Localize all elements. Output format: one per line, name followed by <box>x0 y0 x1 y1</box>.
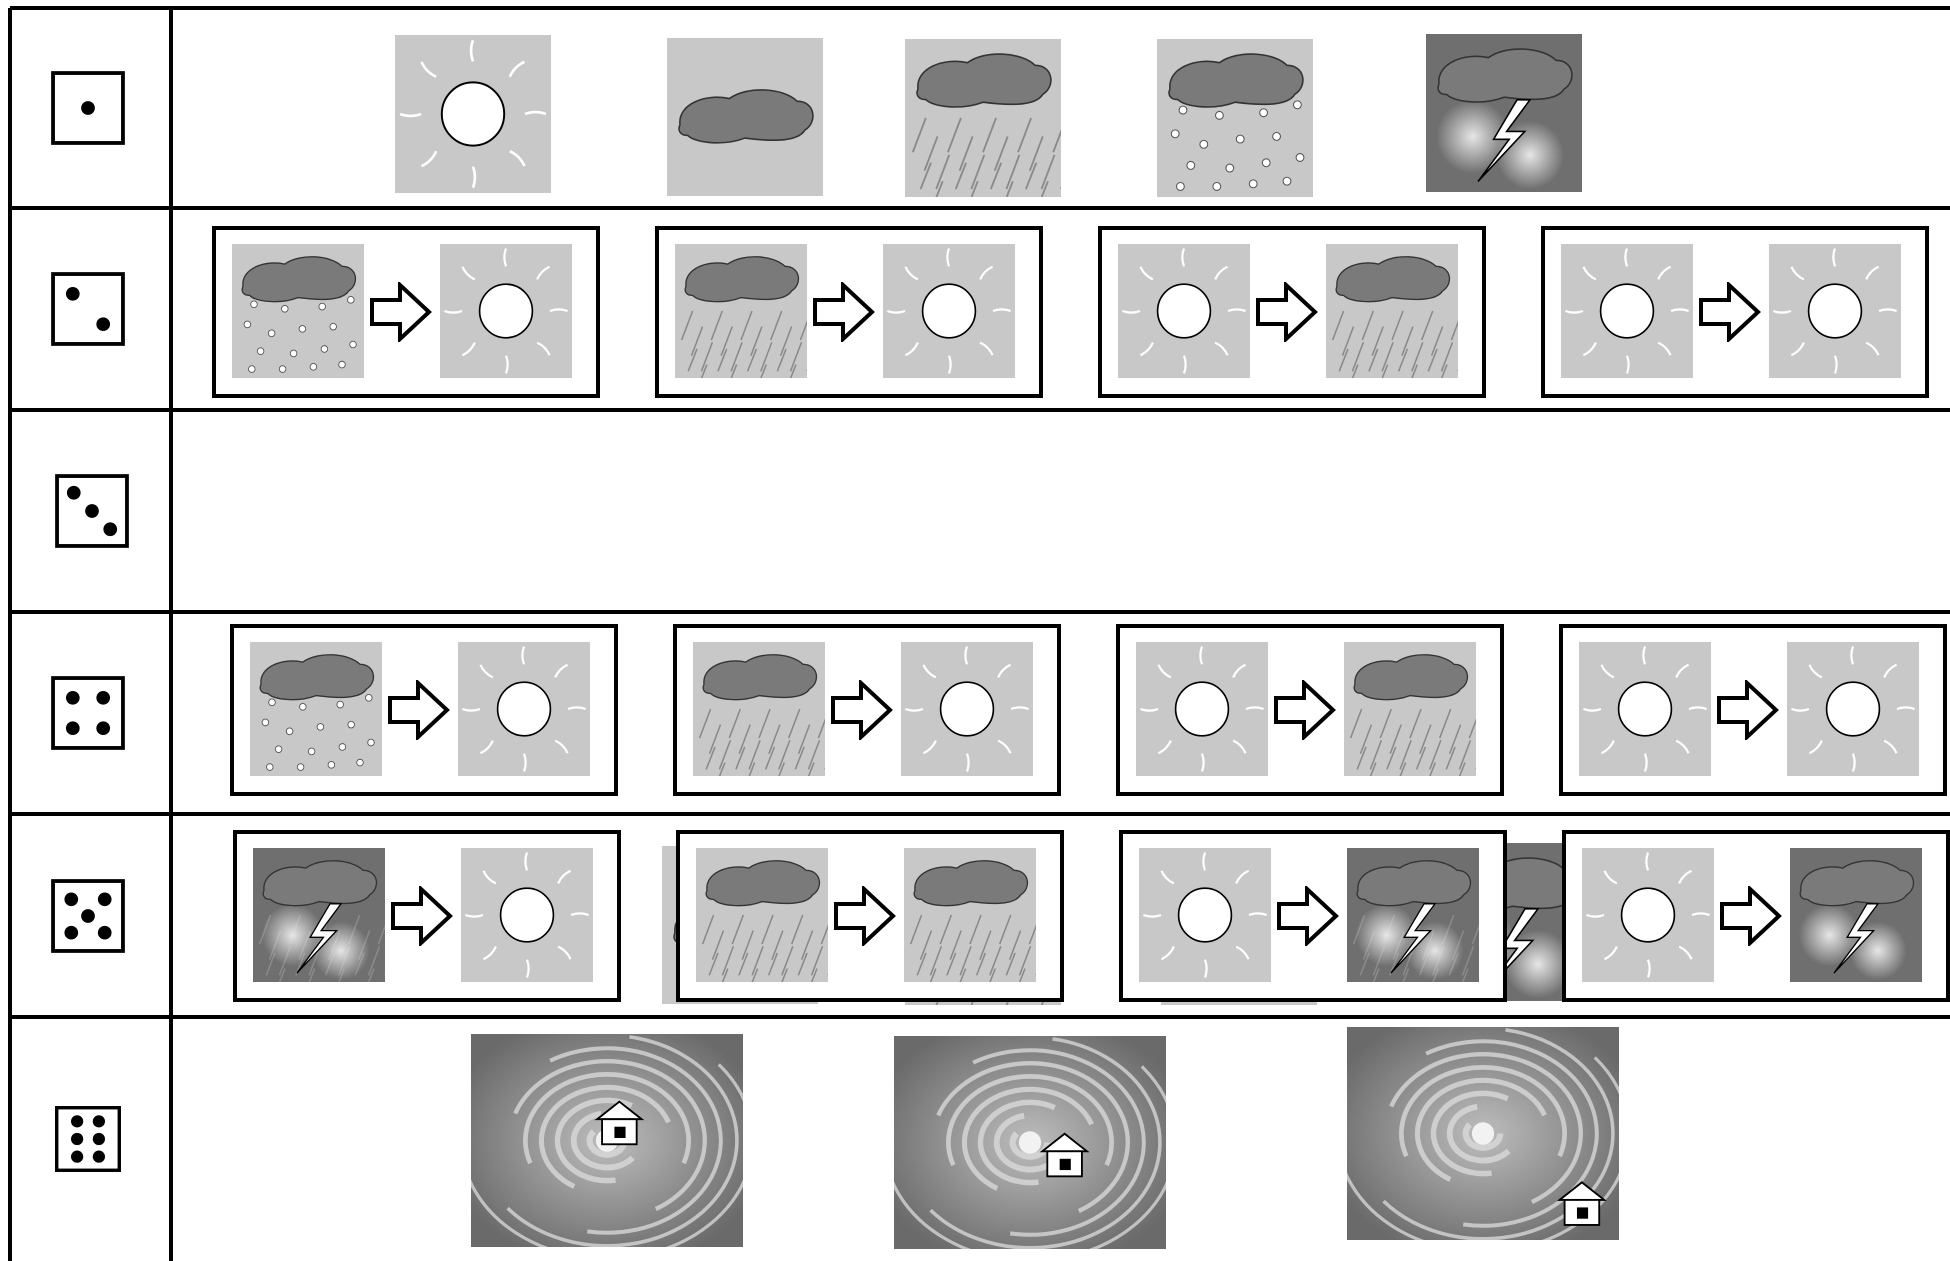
rain-icon <box>696 848 828 982</box>
arrow-right-icon <box>388 680 450 740</box>
hurricane-house-at-eye-icon <box>894 1036 1166 1249</box>
sun-icon <box>461 848 593 982</box>
thunderstorm-icon <box>1426 34 1582 192</box>
rain-icon <box>1344 642 1476 776</box>
arrow-right-icon <box>1256 282 1318 342</box>
arrow-right-icon <box>834 886 896 946</box>
arrow-right-icon <box>813 282 875 342</box>
rain-icon <box>693 642 825 776</box>
sun-icon <box>395 35 551 193</box>
sun-icon <box>1118 244 1250 378</box>
rain-icon <box>1326 244 1458 378</box>
sun-icon <box>440 244 572 378</box>
die-face-2-icon <box>50 271 126 347</box>
die-face-4-icon <box>50 675 126 751</box>
hail-icon <box>1157 39 1313 197</box>
rain-storm-icon <box>1347 848 1479 982</box>
sun-icon <box>458 642 590 776</box>
sun-icon <box>1579 642 1711 776</box>
rain-storm-icon <box>253 848 385 982</box>
die-face-5-icon <box>50 878 126 954</box>
cloud-icon <box>667 38 823 196</box>
arrow-right-icon <box>370 282 432 342</box>
hurricane-house-outer-icon <box>1347 1027 1619 1240</box>
hail-icon <box>250 642 382 776</box>
rain-icon <box>905 39 1061 197</box>
sun-icon <box>1561 244 1693 378</box>
hail-icon <box>232 244 364 378</box>
sun-icon <box>1582 848 1714 982</box>
sun-icon <box>1136 642 1268 776</box>
arrow-right-icon <box>1274 680 1336 740</box>
arrow-right-icon <box>1277 886 1339 946</box>
die-face-1-icon <box>50 70 126 146</box>
sun-icon <box>1139 848 1271 982</box>
arrow-right-icon <box>1720 886 1782 946</box>
arrow-right-icon <box>1717 680 1779 740</box>
arrow-right-icon <box>831 680 893 740</box>
die-face-3-icon <box>54 473 130 549</box>
sun-icon <box>901 642 1033 776</box>
hurricane-house-near-eye-icon <box>471 1034 743 1247</box>
arrow-right-icon <box>1699 282 1761 342</box>
sun-icon <box>883 244 1015 378</box>
thunderstorm-icon <box>1790 848 1922 982</box>
rain-icon <box>904 848 1036 982</box>
sun-icon <box>1769 244 1901 378</box>
die-face-6-icon <box>54 1099 122 1179</box>
arrow-right-icon <box>391 886 453 946</box>
sun-icon <box>1787 642 1919 776</box>
rain-icon <box>675 244 807 378</box>
